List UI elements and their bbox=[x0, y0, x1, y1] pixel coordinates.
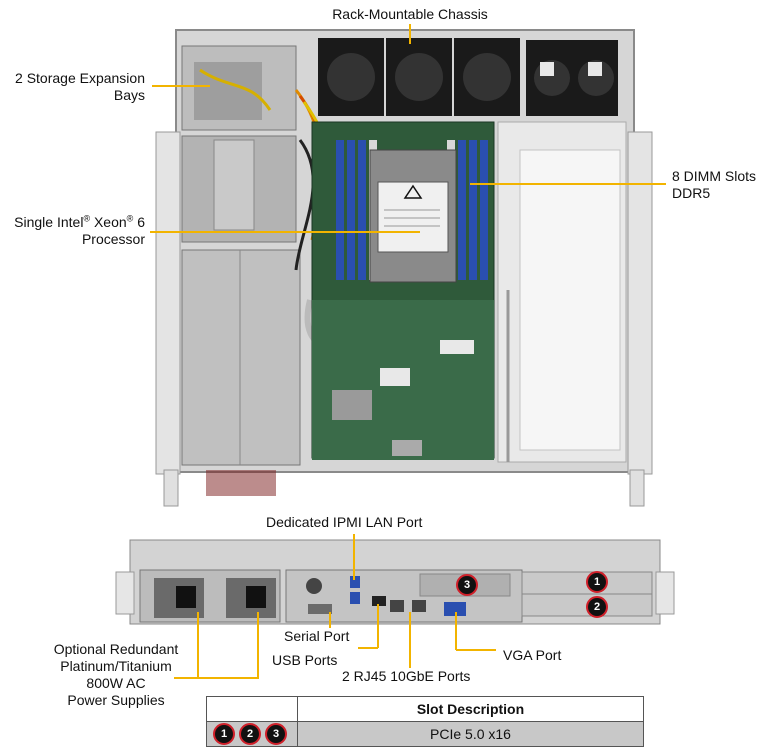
storage-bays bbox=[181, 45, 297, 243]
cooling-fans bbox=[318, 38, 618, 116]
slot-badge: 3 bbox=[265, 723, 287, 745]
psu-bay bbox=[181, 249, 301, 496]
label-chassis: Rack-Mountable Chassis bbox=[332, 6, 488, 22]
label-storage-line2: Bays bbox=[113, 87, 145, 103]
label-psu-line1: Optional Redundant bbox=[53, 641, 179, 657]
slot-table-header-empty bbox=[206, 696, 298, 722]
label-vga: VGA Port bbox=[503, 647, 562, 663]
label-cpu: Single Intel® Xeon® 6 Processor bbox=[0, 214, 145, 248]
label-rj45: 2 RJ45 10GbE Ports bbox=[342, 668, 471, 684]
slot-description: PCIe 5.0 x16 bbox=[297, 721, 644, 747]
rear-slot-badge-2: 2 bbox=[586, 596, 608, 618]
rear-slot-badge-3: 3 bbox=[456, 574, 478, 596]
label-cpu-part1: Single Intel bbox=[14, 214, 84, 230]
label-serial: Serial Port bbox=[284, 628, 350, 644]
rear-slot-badge-1: 1 bbox=[586, 571, 608, 593]
label-cpu-reg2: ® bbox=[126, 213, 134, 224]
slot-badge: 2 bbox=[239, 723, 261, 745]
label-psu-line4: Power Supplies bbox=[67, 692, 165, 708]
label-psu-line2: Platinum/Titanium bbox=[60, 658, 172, 674]
label-dimm-line2: DDR5 bbox=[672, 185, 711, 201]
rear-view-chassis bbox=[115, 539, 675, 625]
label-dimm-line1: 8 DIMM Slots bbox=[672, 168, 757, 184]
cpu-socket bbox=[369, 149, 457, 283]
callout-lines bbox=[150, 24, 666, 679]
label-ipmi: Dedicated IPMI LAN Port bbox=[266, 514, 423, 530]
slot-table-header: Slot Description bbox=[297, 696, 644, 722]
slot-table-header-row: Slot Description bbox=[206, 696, 644, 722]
label-usb: USB Ports bbox=[272, 652, 338, 668]
label-cpu-part2: Xeon bbox=[90, 214, 127, 230]
label-cpu-line2: Processor bbox=[81, 231, 145, 247]
label-psu-line3: 800W AC bbox=[86, 675, 146, 691]
slot-badge: 1 bbox=[213, 723, 235, 745]
label-cpu-reg1: ® bbox=[83, 213, 91, 224]
expansion-riser bbox=[497, 121, 627, 463]
label-cpu-part3: 6 bbox=[133, 214, 145, 230]
label-storage-line1: 2 Storage Expansion bbox=[15, 70, 145, 86]
label-psu: Optional Redundant Platinum/Titanium 800… bbox=[36, 641, 196, 709]
label-storage: 2 Storage Expansion Bays bbox=[0, 70, 145, 104]
label-dimm: 8 DIMM Slots DDR5 bbox=[672, 168, 756, 202]
